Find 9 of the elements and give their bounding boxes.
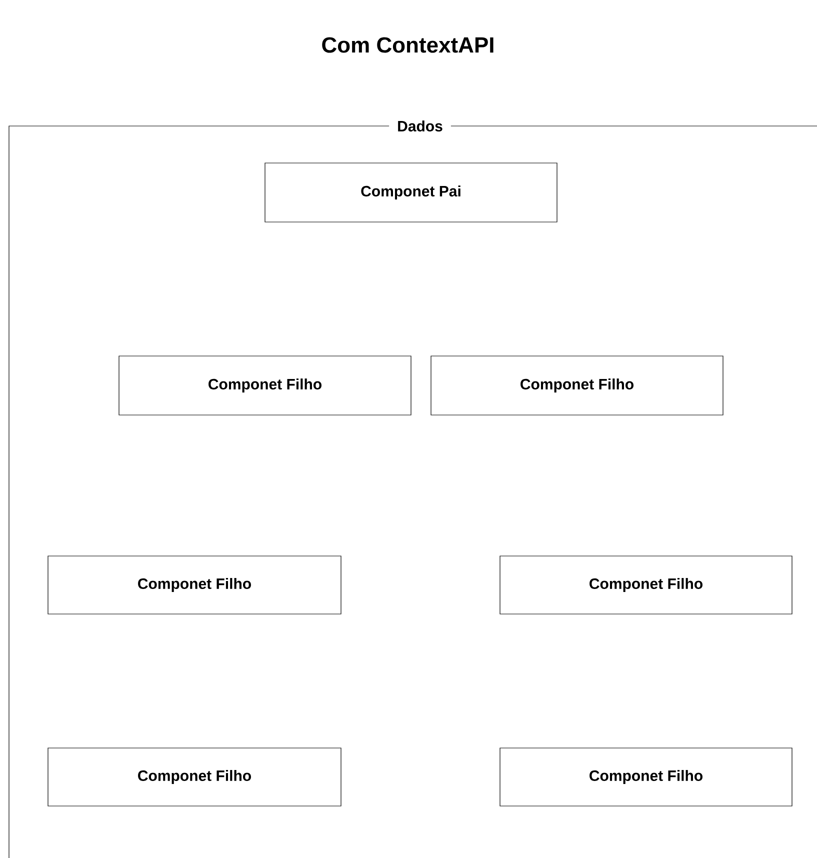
component-box: Componet Filho [118, 356, 412, 416]
node-label: Dados [398, 120, 442, 132]
title: Com ContextAPI [322, 37, 494, 53]
component-box: Componet Filho [430, 356, 724, 416]
component-box: Componet Filho [500, 556, 792, 614]
component-box: Componet Filho [48, 556, 342, 614]
component-box: Componet Filho [48, 748, 342, 806]
component-box: Componet Filho [500, 748, 792, 806]
component-box: Componet Pai [264, 162, 558, 222]
